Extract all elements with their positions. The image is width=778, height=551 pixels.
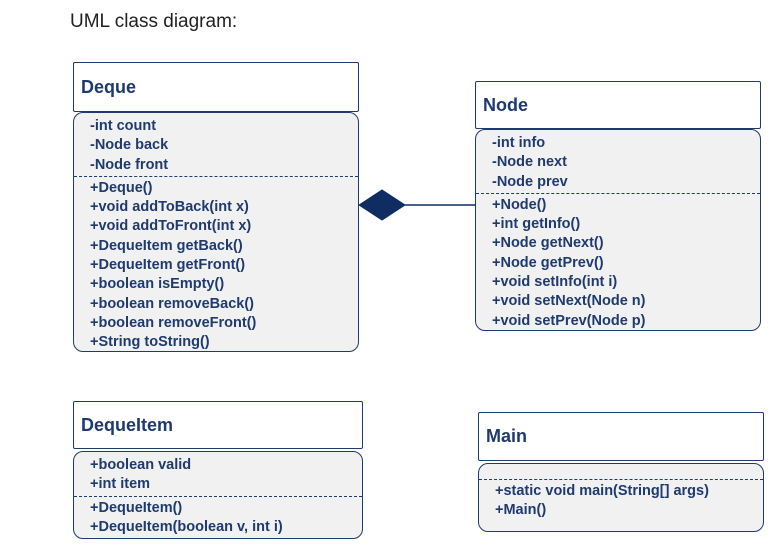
class-node-methods: +Node() +int getInfo() +Node getNext() +… — [476, 196, 760, 331]
method: +boolean removeFront() — [90, 314, 257, 331]
class-dequeitem-header[interactable]: DequeItem — [73, 401, 363, 449]
method: +Deque() — [90, 179, 153, 196]
attribute: -Node back — [90, 137, 169, 154]
method: +void setNext(Node n) — [492, 293, 646, 310]
method: +void setInfo(int i) — [492, 274, 618, 291]
class-dequeitem-attributes: +boolean valid +int item — [74, 452, 362, 495]
class-main-methods: +static void main(String[] args) +Main() — [479, 482, 763, 521]
method: +Node getPrev() — [492, 254, 604, 271]
attribute: -int info — [492, 135, 546, 151]
method: +void setPrev(Node p) — [492, 312, 646, 329]
class-deque-name: Deque — [81, 76, 137, 97]
class-node-name: Node — [483, 94, 528, 115]
class-deque-methods: +Deque() +void addToBack(int x) +void ad… — [74, 179, 358, 353]
attribute: -int count — [90, 118, 157, 134]
class-deque[interactable]: Deque -int count -Node back -Node front … — [73, 62, 359, 352]
method: +boolean isEmpty() — [90, 276, 225, 293]
compartment-divider — [479, 479, 763, 480]
method: +DequeItem(boolean v, int i) — [90, 518, 283, 535]
method: +void addToFront(int x) — [90, 218, 252, 235]
class-deque-header[interactable]: Deque — [73, 62, 359, 112]
method: +Main() — [495, 502, 547, 519]
class-node[interactable]: Node -int info -Node next -Node prev +No… — [475, 81, 761, 331]
class-dequeitem-body: +boolean valid +int item +DequeItem() +D… — [73, 451, 363, 539]
method: +static void main(String[] args) — [495, 483, 709, 499]
attribute: -Node front — [90, 156, 169, 173]
class-node-header[interactable]: Node — [475, 81, 761, 129]
method: +DequeItem() — [90, 499, 183, 516]
compartment-divider — [74, 175, 358, 177]
class-deque-body: -int count -Node back -Node front +Deque… — [73, 112, 359, 352]
class-deque-attributes: -int count -Node back -Node front — [74, 113, 358, 175]
attribute: -Node next — [492, 154, 567, 171]
method: +DequeItem getBack() — [90, 237, 243, 254]
method: +int getInfo() — [492, 216, 581, 233]
class-dequeitem-methods: +DequeItem() +DequeItem(boolean v, int i… — [74, 499, 362, 538]
method: +Node getNext() — [492, 235, 604, 252]
method: +void addToBack(int x) — [90, 199, 249, 216]
class-dequeitem[interactable]: DequeItem +boolean valid +int item +Dequ… — [73, 401, 363, 539]
attribute: +int item — [90, 476, 151, 493]
class-node-body: -int info -Node next -Node prev +Node() … — [475, 129, 761, 331]
class-main-body: +static void main(String[] args) +Main() — [478, 463, 764, 532]
attribute: +boolean valid — [90, 457, 192, 473]
compartment-divider — [476, 192, 760, 194]
compartment-divider — [74, 495, 362, 497]
class-main-header[interactable]: Main — [478, 412, 764, 461]
method: +DequeItem getFront() — [90, 257, 246, 274]
method: +boolean removeBack() — [90, 295, 254, 312]
method: +Node() — [492, 196, 547, 213]
class-main[interactable]: Main +static void main(String[] args) +M… — [478, 412, 764, 532]
class-node-attributes: -int info -Node next -Node prev — [476, 130, 760, 192]
composition-diamond-icon — [358, 189, 406, 221]
attribute: -Node prev — [492, 173, 568, 190]
page-title: UML class diagram: — [70, 11, 238, 32]
method: +String toString() — [90, 334, 210, 351]
class-main-name: Main — [486, 426, 528, 446]
class-dequeitem-name: DequeItem — [81, 414, 174, 435]
